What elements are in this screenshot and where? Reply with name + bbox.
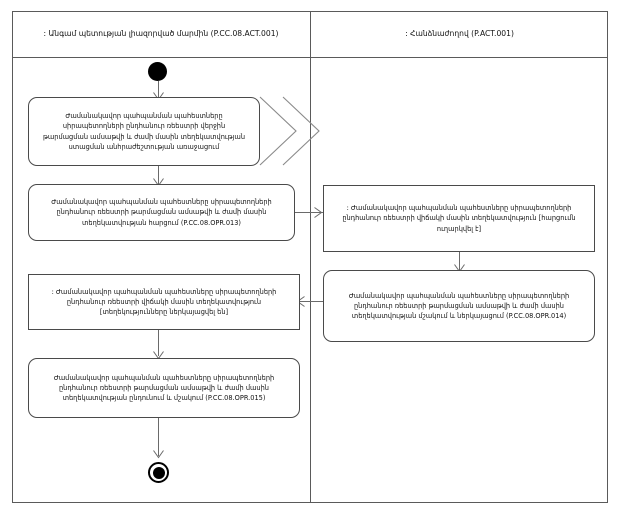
edge-n5-to-n6	[158, 330, 159, 356]
action-node-n4-label: Ժամանակավոր պահպանման պահեստները սիրապետ…	[348, 291, 570, 320]
action-node-n1-label: Ժամանակավոր պահպանման պահեստները սիրապետ…	[42, 112, 245, 151]
object-node-n5[interactable]: : Ժամանակավոր պահպանման պահեստները սիրապ…	[28, 274, 300, 330]
action-node-n2[interactable]: Ժամանակավոր պահպանման պահեստները սիրապետ…	[28, 184, 295, 241]
edge-n2-to-n3	[295, 212, 323, 213]
object-node-n5-label: : Ժամանակավոր պահպանման պահեստները սիրապ…	[51, 287, 277, 316]
action-node-n6[interactable]: Ժամանակավոր պահպանման պահեստները սիրապետ…	[28, 358, 300, 418]
action-node-n6-label: Ժամանակավոր պահպանման պահեստները սիրապետ…	[53, 373, 275, 402]
edge-n1-to-n2	[158, 166, 159, 184]
action-node-n1[interactable]: Ժամանակավոր պահպանման պահեստները սիրապետ…	[28, 96, 320, 166]
edge-start-to-n1	[158, 81, 159, 97]
edge-n6-to-end	[158, 418, 159, 456]
action-node-n2-label: Ժամանակավոր պահպանման պահեստները սիրապետ…	[51, 198, 272, 227]
swimlane-header-rule	[12, 57, 608, 58]
edge-n3-to-n4	[459, 252, 460, 270]
edge-n4-to-n5	[300, 301, 326, 302]
swimlane-divider	[310, 11, 311, 503]
object-node-n3-label: : Ժամանակավոր պահպանման պահեստները սիրապ…	[342, 204, 576, 233]
swimlane-header-left: : Անգամ պետության լիազորված մարմին (P.CC…	[43, 29, 279, 39]
final-node	[148, 462, 169, 483]
initial-node	[148, 62, 167, 81]
arrowhead-n6-to-end	[153, 450, 164, 459]
arrowhead-n2-to-n3	[314, 207, 323, 218]
object-node-n3[interactable]: : Ժամանակավոր պահպանման պահեստները սիրապ…	[323, 185, 595, 252]
swimlane-header-right: : Հանձնաժողով (P.ACT.001)	[405, 29, 514, 39]
action-node-n1-body	[28, 97, 260, 166]
action-node-n4[interactable]: Ժամանակավոր պահպանման պահեստները սիրապետ…	[323, 270, 595, 342]
